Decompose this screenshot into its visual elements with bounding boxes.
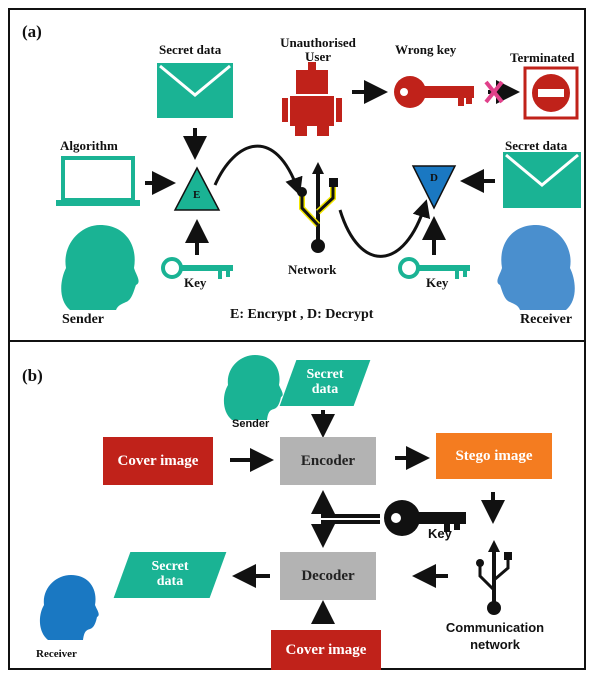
envelope-icon bbox=[157, 63, 233, 118]
receiver-small-label: Receiver bbox=[36, 648, 77, 660]
laptop-icon bbox=[56, 156, 140, 206]
panel-divider bbox=[8, 340, 586, 342]
curved-arrow-icon bbox=[213, 144, 303, 196]
blocked-x-icon bbox=[484, 80, 504, 104]
sender-label: Sender bbox=[62, 312, 104, 327]
robot-icon bbox=[282, 62, 342, 136]
secret-data-top-label: Secret data bbox=[306, 367, 344, 397]
sender-head-icon bbox=[223, 355, 283, 420]
secret-data-receiver-label: Secret data bbox=[505, 138, 568, 153]
key-left-label: Key bbox=[184, 275, 207, 290]
cover-image-bottom-box: Cover image bbox=[271, 630, 381, 670]
cover-image-left-box: Cover image bbox=[103, 437, 213, 485]
wrong-key-label: Wrong key bbox=[395, 42, 457, 57]
legend-text: E: Encrypt , D: Decrypt bbox=[230, 307, 374, 322]
arrow-icon bbox=[311, 490, 380, 518]
key-b-label: Key bbox=[428, 526, 452, 541]
receiver-label: Receiver bbox=[520, 312, 573, 327]
unauthorised-user-label: Unauthorised User bbox=[280, 35, 356, 64]
decrypt-symbol: D bbox=[430, 172, 438, 184]
algorithm-label: Algorithm bbox=[60, 138, 118, 153]
network-label: Network bbox=[288, 262, 337, 277]
terminated-stop-icon bbox=[523, 66, 579, 120]
arrow-icon bbox=[311, 520, 380, 548]
receiver-head-icon bbox=[497, 225, 575, 310]
decrypt-triangle-icon bbox=[411, 165, 457, 210]
wrong-key-icon bbox=[394, 76, 474, 108]
decoder-box: Decoder bbox=[280, 552, 376, 600]
terminated-label: Terminated bbox=[510, 50, 575, 65]
curved-arrow-icon bbox=[338, 199, 431, 258]
secret-data-top-box: Secret data bbox=[288, 360, 362, 406]
stego-image-box: Stego image bbox=[436, 433, 552, 479]
receiver-head-icon bbox=[39, 575, 99, 640]
key-icon bbox=[384, 500, 466, 536]
secret-data-sender-label: Secret data bbox=[159, 42, 222, 57]
usb-network-icon bbox=[476, 540, 512, 615]
usb-network-icon bbox=[297, 162, 338, 253]
envelope-icon bbox=[503, 152, 581, 208]
secret-data-left-box: Secret data bbox=[122, 552, 218, 598]
encrypt-triangle-icon bbox=[173, 166, 221, 211]
sender-head-icon bbox=[61, 225, 139, 310]
panel-a-label: (a) bbox=[22, 22, 42, 41]
panel-b-label: (b) bbox=[22, 366, 43, 385]
key-icon bbox=[161, 257, 233, 279]
secret-data-left-label: Secret data bbox=[151, 559, 189, 589]
key-right-label: Key bbox=[426, 275, 449, 290]
encoder-box: Encoder bbox=[280, 437, 376, 485]
encrypt-symbol: E bbox=[193, 189, 201, 201]
sender-small-label: Sender bbox=[232, 418, 270, 430]
key-icon bbox=[398, 257, 470, 279]
communication-network-label: Communication network bbox=[445, 620, 545, 652]
